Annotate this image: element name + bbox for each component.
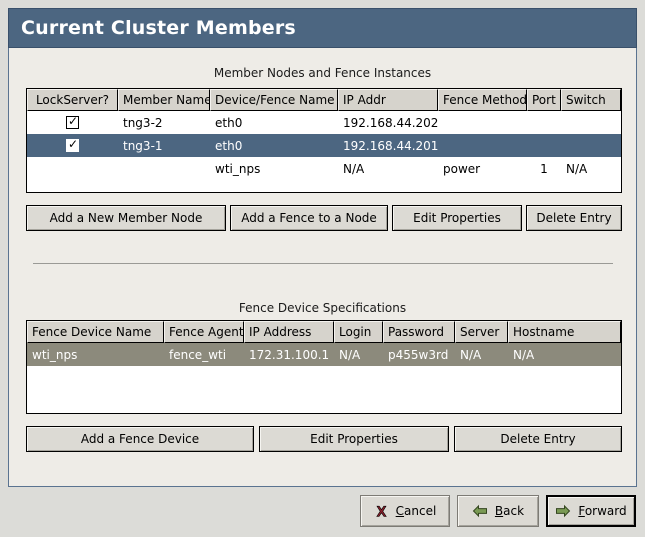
cell-lockserver[interactable]: ✓ bbox=[27, 111, 118, 134]
delete-entry-button-members[interactable]: Delete Entry bbox=[526, 205, 622, 231]
cell-fence-method bbox=[438, 134, 527, 157]
forward-button-label: Forward bbox=[578, 504, 626, 518]
fence-device-table-header: Fence Device Name Fence Agent IP Address… bbox=[27, 321, 621, 343]
cell-port: 1 bbox=[540, 161, 548, 176]
fence-device-table[interactable]: Fence Device Name Fence Agent IP Address… bbox=[26, 320, 622, 414]
cancel-button-label: Cancel bbox=[396, 504, 437, 518]
cell-member-name: tng3-1 bbox=[123, 138, 163, 153]
forward-suffix: orward bbox=[584, 504, 627, 518]
add-fence-to-node-button[interactable]: Add a Fence to a Node bbox=[230, 205, 388, 231]
back-button-label: Back bbox=[495, 504, 524, 518]
cell-device-fence-name: wti_nps bbox=[215, 161, 261, 176]
column-header-login[interactable]: Login bbox=[334, 321, 383, 343]
column-header-lockserver[interactable]: LockServer? bbox=[27, 89, 118, 111]
edit-properties-button-members[interactable]: Edit Properties bbox=[392, 205, 522, 231]
back-suffix: ack bbox=[503, 504, 525, 518]
cell-lockserver[interactable]: ✓ bbox=[27, 134, 118, 157]
cell-device-fence-name: eth0 bbox=[215, 138, 243, 153]
cancel-mnemonic: C bbox=[395, 504, 405, 518]
member-nodes-table[interactable]: LockServer? Member Name Device/Fence Nam… bbox=[26, 88, 622, 193]
add-new-member-node-button[interactable]: Add a New Member Node bbox=[26, 205, 226, 231]
column-header-ip-address[interactable]: IP Address bbox=[244, 321, 334, 343]
cancel-suffix: ancel bbox=[404, 504, 437, 518]
fence-device-section-label: Fence Device Specifications bbox=[238, 301, 407, 315]
table-row[interactable]: ✓ tng3-1 eth0 192.168.44.201 bbox=[27, 134, 621, 157]
cell-password: p455w3rd bbox=[388, 347, 449, 362]
delete-entry-button-fence-device[interactable]: Delete Entry bbox=[454, 426, 622, 452]
cell-login: N/A bbox=[339, 347, 361, 362]
table-row[interactable]: wti_nps fence_wti 172.31.100.1 N/A p455w… bbox=[27, 343, 621, 366]
column-header-port[interactable]: Port bbox=[527, 89, 561, 111]
column-header-member-name[interactable]: Member Name bbox=[118, 89, 210, 111]
cancel-x-icon bbox=[374, 504, 389, 519]
cell-port bbox=[527, 134, 561, 157]
cancel-button[interactable]: Cancel bbox=[360, 495, 450, 527]
forward-button[interactable]: Forward bbox=[546, 495, 636, 527]
member-nodes-table-body: ✓ tng3-2 eth0 192.168.44.202 ✓ tng3-1 et… bbox=[27, 111, 621, 180]
cell-hostname: N/A bbox=[513, 347, 535, 362]
table-row[interactable]: wti_nps N/A power 1 N/A bbox=[27, 157, 621, 180]
cell-ip-addr: 192.168.44.201 bbox=[343, 138, 438, 153]
cell-switch bbox=[561, 111, 621, 134]
edit-properties-button-fence-device[interactable]: Edit Properties bbox=[259, 426, 449, 452]
back-mnemonic: B bbox=[494, 504, 504, 518]
section-separator bbox=[33, 263, 613, 264]
column-header-server[interactable]: Server bbox=[455, 321, 508, 343]
cell-fence-method: power bbox=[443, 161, 481, 176]
members-section-label: Member Nodes and Fence Instances bbox=[213, 66, 432, 80]
arrow-left-icon bbox=[472, 504, 488, 518]
dialog-titlebar: Current Cluster Members bbox=[8, 8, 637, 48]
cell-fence-device-name: wti_nps bbox=[32, 347, 78, 362]
cell-lockserver bbox=[27, 157, 118, 180]
dialog-action-bar: Cancel Back Forward bbox=[8, 490, 637, 532]
add-fence-device-button[interactable]: Add a Fence Device bbox=[26, 426, 254, 452]
column-header-fence-device-name[interactable]: Fence Device Name bbox=[27, 321, 164, 343]
cell-fence-agent: fence_wti bbox=[169, 347, 227, 362]
cell-switch bbox=[561, 134, 621, 157]
table-row[interactable]: ✓ tng3-2 eth0 192.168.44.202 bbox=[27, 111, 621, 134]
column-header-ip-addr[interactable]: IP Addr bbox=[338, 89, 438, 111]
checkbox-lockserver[interactable]: ✓ bbox=[66, 137, 79, 152]
column-header-fence-agent[interactable]: Fence Agent bbox=[164, 321, 244, 343]
page-title: Current Cluster Members bbox=[21, 17, 296, 39]
column-header-hostname[interactable]: Hostname bbox=[508, 321, 621, 343]
dialog-content-panel: Member Nodes and Fence Instances LockSer… bbox=[8, 48, 637, 487]
cell-server: N/A bbox=[460, 347, 482, 362]
back-button[interactable]: Back bbox=[457, 495, 539, 527]
cell-ip-addr: N/A bbox=[343, 161, 365, 176]
cell-member-name bbox=[118, 157, 210, 180]
forward-mnemonic: F bbox=[578, 504, 585, 518]
column-header-password[interactable]: Password bbox=[383, 321, 455, 343]
column-header-switch[interactable]: Switch bbox=[561, 89, 621, 111]
column-header-device-fence-name[interactable]: Device/Fence Name bbox=[210, 89, 338, 111]
fence-device-table-body: wti_nps fence_wti 172.31.100.1 N/A p455w… bbox=[27, 343, 621, 366]
cell-ip-address: 172.31.100.1 bbox=[249, 347, 330, 362]
arrow-right-icon bbox=[555, 504, 571, 518]
cell-device-fence-name: eth0 bbox=[215, 115, 243, 130]
cell-port bbox=[527, 111, 561, 134]
cell-fence-method bbox=[438, 111, 527, 134]
cell-switch: N/A bbox=[566, 161, 588, 176]
column-header-fence-method[interactable]: Fence Method bbox=[438, 89, 527, 111]
cell-ip-addr: 192.168.44.202 bbox=[343, 115, 438, 130]
checkbox-lockserver[interactable]: ✓ bbox=[66, 114, 79, 129]
cell-member-name: tng3-2 bbox=[123, 115, 163, 130]
member-nodes-table-header: LockServer? Member Name Device/Fence Nam… bbox=[27, 89, 621, 111]
